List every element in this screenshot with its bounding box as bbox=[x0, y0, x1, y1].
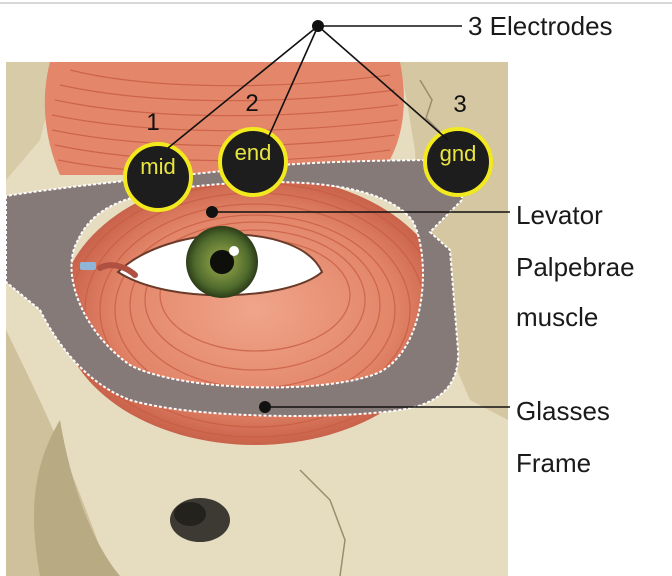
levator-label-line1: Levator bbox=[516, 200, 603, 230]
electrode-1: mid bbox=[125, 144, 191, 210]
electrode-1-label: mid bbox=[140, 154, 175, 179]
nose-pad bbox=[80, 262, 96, 270]
electrode-2: end bbox=[220, 129, 286, 195]
levator-label-line3: muscle bbox=[516, 302, 598, 332]
nasal-dark bbox=[174, 502, 206, 526]
levator-label-line2: Palpebrae bbox=[516, 252, 635, 282]
levator-dot bbox=[206, 206, 218, 218]
electrode-3-number: 3 bbox=[453, 91, 466, 118]
electrode-1-number: 1 bbox=[146, 109, 159, 136]
electrode-3: gnd bbox=[425, 129, 491, 195]
electrodes-label: 3 Electrodes bbox=[468, 11, 613, 41]
electrode-junction-dot bbox=[312, 20, 324, 32]
electrode-3-label: gnd bbox=[440, 141, 477, 166]
glasses-label-line1: Glasses bbox=[516, 396, 610, 426]
glasses-dot bbox=[259, 401, 271, 413]
glasses-label-line2: Frame bbox=[516, 448, 591, 478]
electrode-2-number: 2 bbox=[245, 90, 258, 117]
electrode-2-label: end bbox=[235, 140, 272, 165]
eye-highlight bbox=[229, 246, 239, 256]
